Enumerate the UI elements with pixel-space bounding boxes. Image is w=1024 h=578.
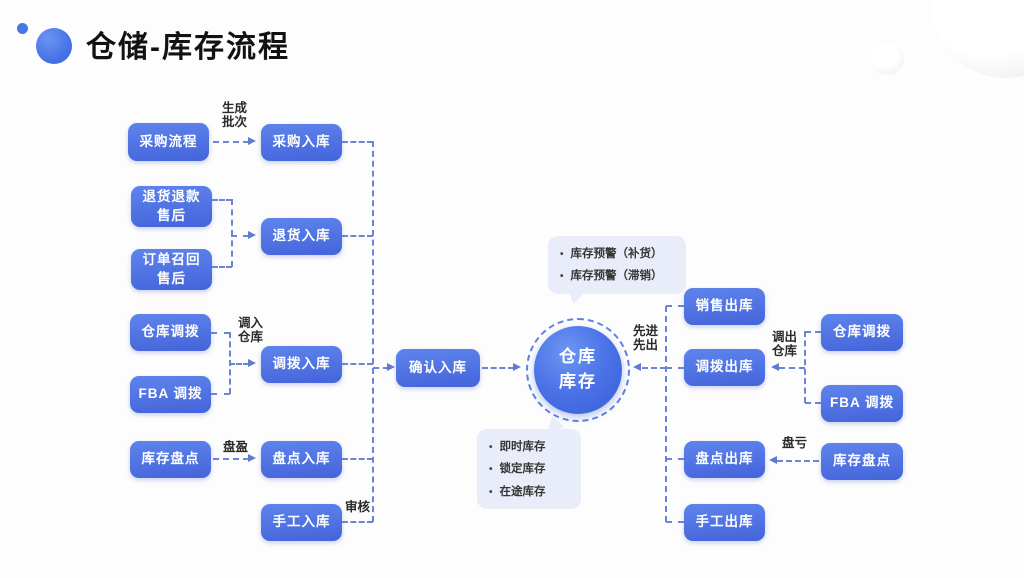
collector-right-stub-manual xyxy=(666,521,684,523)
connector-transferin-stub2 xyxy=(211,393,230,395)
stock-alert-item: 库存预警（滞销） xyxy=(554,265,676,287)
connector-confirm-to-stock xyxy=(482,367,514,369)
stock-alert-item: 库存预警（补货） xyxy=(554,243,676,265)
page-title: 仓储-库存流程 xyxy=(86,31,290,64)
node-warehouse-transfer-right: 仓库调拨 xyxy=(821,314,903,351)
title-bullet-small-icon xyxy=(17,23,28,34)
arrowhead-into-stock-right xyxy=(633,363,641,371)
stock-type-item: 即时库存 xyxy=(483,436,571,458)
annotation-audit: 审核 xyxy=(345,500,371,514)
arrowhead-into-stock-left xyxy=(513,363,521,371)
annotation-count-gain: 盘盈 xyxy=(223,440,249,454)
collector-left-stub-manual xyxy=(342,521,373,523)
title-bullet-large-icon xyxy=(36,28,72,64)
connector-transferout-stub1 xyxy=(805,331,821,333)
connector-transferin-arrow xyxy=(229,363,249,365)
collector-left-stub-transfer xyxy=(342,363,373,365)
node-transfer-outbound: 调拨出库 xyxy=(684,349,765,386)
node-return-inbound: 退货入库 xyxy=(261,218,342,255)
node-stock-count-right: 库存盘点 xyxy=(821,443,903,480)
callout-stock-alerts-tail xyxy=(564,288,586,306)
stock-type-item: 在途库存 xyxy=(483,481,571,503)
arrowhead-countin xyxy=(248,454,256,462)
collector-right-stub-transfer xyxy=(666,367,684,369)
connector-transferout-stub2 xyxy=(805,402,821,404)
node-count-inbound: 盘点入库 xyxy=(261,441,342,478)
arrowhead-purchase xyxy=(248,137,256,145)
node-return-refund-aftersale: 退货退款 售后 xyxy=(131,186,212,227)
connector-return-arrow xyxy=(231,235,249,237)
annotation-transfer-in: 调入 仓库 xyxy=(238,316,264,345)
annotation-count-loss: 盘亏 xyxy=(782,436,808,450)
collector-right-stub-count xyxy=(666,458,684,460)
connector-purchase-arrow xyxy=(213,141,249,143)
arrowhead-transferin xyxy=(248,359,256,367)
connector-return-merge xyxy=(231,199,233,267)
stock-type-item: 锁定库存 xyxy=(483,458,571,480)
connector-outbound-to-stock xyxy=(642,367,666,369)
node-count-outbound: 盘点出库 xyxy=(684,441,765,478)
node-purchase-inbound: 采购入库 xyxy=(261,124,342,161)
node-manual-inbound: 手工入库 xyxy=(261,504,342,541)
collector-left-line xyxy=(372,141,374,522)
collector-left-stub-return xyxy=(342,235,373,237)
connector-return-stub2 xyxy=(212,266,232,268)
node-warehouse-transfer-left: 仓库调拨 xyxy=(130,314,211,351)
collector-right-line xyxy=(665,306,667,522)
connector-return-stub1 xyxy=(212,199,232,201)
connector-countout-arrow xyxy=(777,460,819,462)
callout-stock-types: 即时库存 锁定库存 在途库存 xyxy=(477,429,581,510)
arrowhead-return xyxy=(248,231,256,239)
stock-alerts-list: 库存预警（补货） 库存预警（滞销） xyxy=(554,243,676,288)
annotation-generate-batch: 生成 批次 xyxy=(222,101,248,130)
collector-left-stub-count xyxy=(342,458,373,460)
arrowhead-countout xyxy=(769,456,777,464)
node-transfer-inbound: 调拨入库 xyxy=(261,346,342,383)
arrowhead-confirm xyxy=(387,363,395,371)
node-warehouse-stock: 仓库 库存 xyxy=(534,326,622,414)
node-purchase-flow: 采购流程 xyxy=(128,123,209,161)
warehouse-stock-ring xyxy=(526,318,630,422)
connector-transferin-stub1 xyxy=(211,332,230,334)
annotation-transfer-out: 调出 仓库 xyxy=(772,330,798,359)
callout-stock-alerts: 库存预警（补货） 库存预警（滞销） xyxy=(548,236,686,294)
connector-to-confirm xyxy=(373,367,389,369)
collector-right-stub-sales xyxy=(666,305,684,307)
collector-left-stub-purchase xyxy=(342,141,373,143)
node-fba-transfer-left: FBA 调拨 xyxy=(130,376,211,413)
node-order-recall-aftersale: 订单召回 售后 xyxy=(131,249,212,290)
connector-transferout-merge xyxy=(804,331,806,403)
arrowhead-transferout xyxy=(771,363,779,371)
decorative-circle-small xyxy=(871,42,904,75)
node-confirm-inbound: 确认入库 xyxy=(396,349,480,387)
connector-countin-arrow xyxy=(213,458,249,460)
node-manual-outbound: 手工出库 xyxy=(684,504,765,541)
connector-transferout-arrow xyxy=(779,367,805,369)
node-fba-transfer-right: FBA 调拨 xyxy=(821,385,903,422)
node-sales-outbound: 销售出库 xyxy=(684,288,765,325)
annotation-fifo: 先进 先出 xyxy=(633,324,659,353)
decorative-circle-large xyxy=(932,0,1024,78)
stock-types-list: 即时库存 锁定库存 在途库存 xyxy=(483,436,571,503)
node-stock-count-left: 库存盘点 xyxy=(130,441,211,478)
